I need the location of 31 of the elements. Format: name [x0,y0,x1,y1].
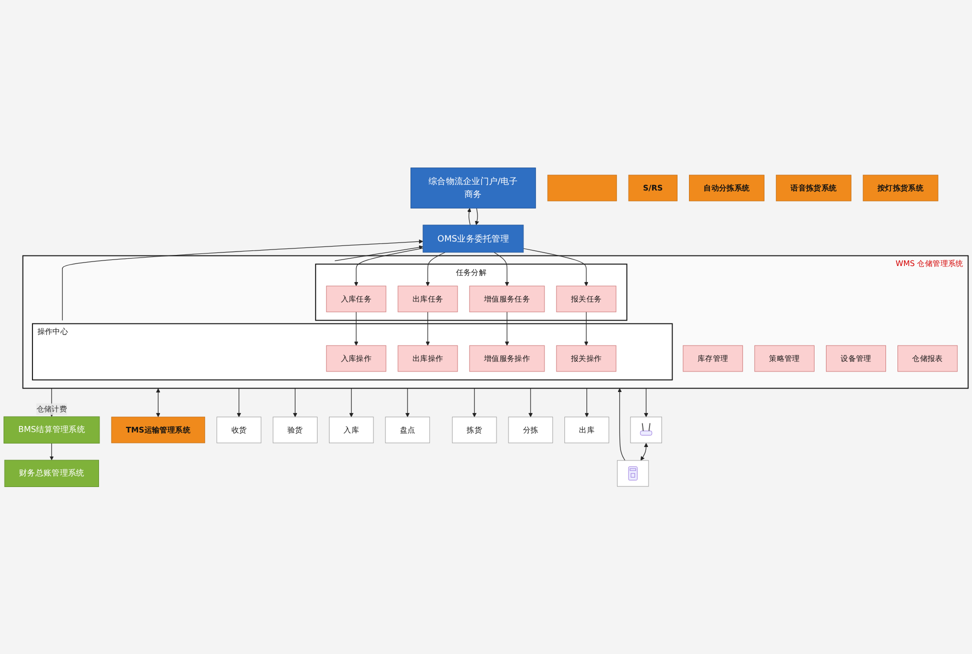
arrow [644,388,648,417]
node-box: BMS结算管理系统 [4,416,100,444]
node-bar [547,174,617,201]
arrow [354,248,424,286]
arrow [334,244,424,261]
node-box: 财务总账管理系统 [4,460,99,487]
arrow [494,252,510,286]
node-picture [617,460,649,486]
arrow [62,239,424,320]
arrow [472,388,477,417]
arrow [467,208,472,226]
arrow [528,388,533,417]
arrow [354,311,358,346]
node-picture [630,416,662,443]
arrow [474,208,480,225]
arrow [504,311,510,346]
arrow [293,388,298,417]
arrow [584,388,589,417]
arrow [523,248,588,286]
arrow [584,311,588,346]
arrow [426,252,446,286]
arrow [618,388,626,460]
arrow [156,388,160,417]
arrow [236,388,242,417]
arrow [640,442,648,460]
arrow [426,311,430,346]
arrow [349,388,354,417]
node-box: OMS业务委托管理 [422,224,524,252]
arrow [405,388,410,417]
node-box: 综合物流企业门户/电子商务 [410,167,536,208]
arrow [50,442,54,460]
